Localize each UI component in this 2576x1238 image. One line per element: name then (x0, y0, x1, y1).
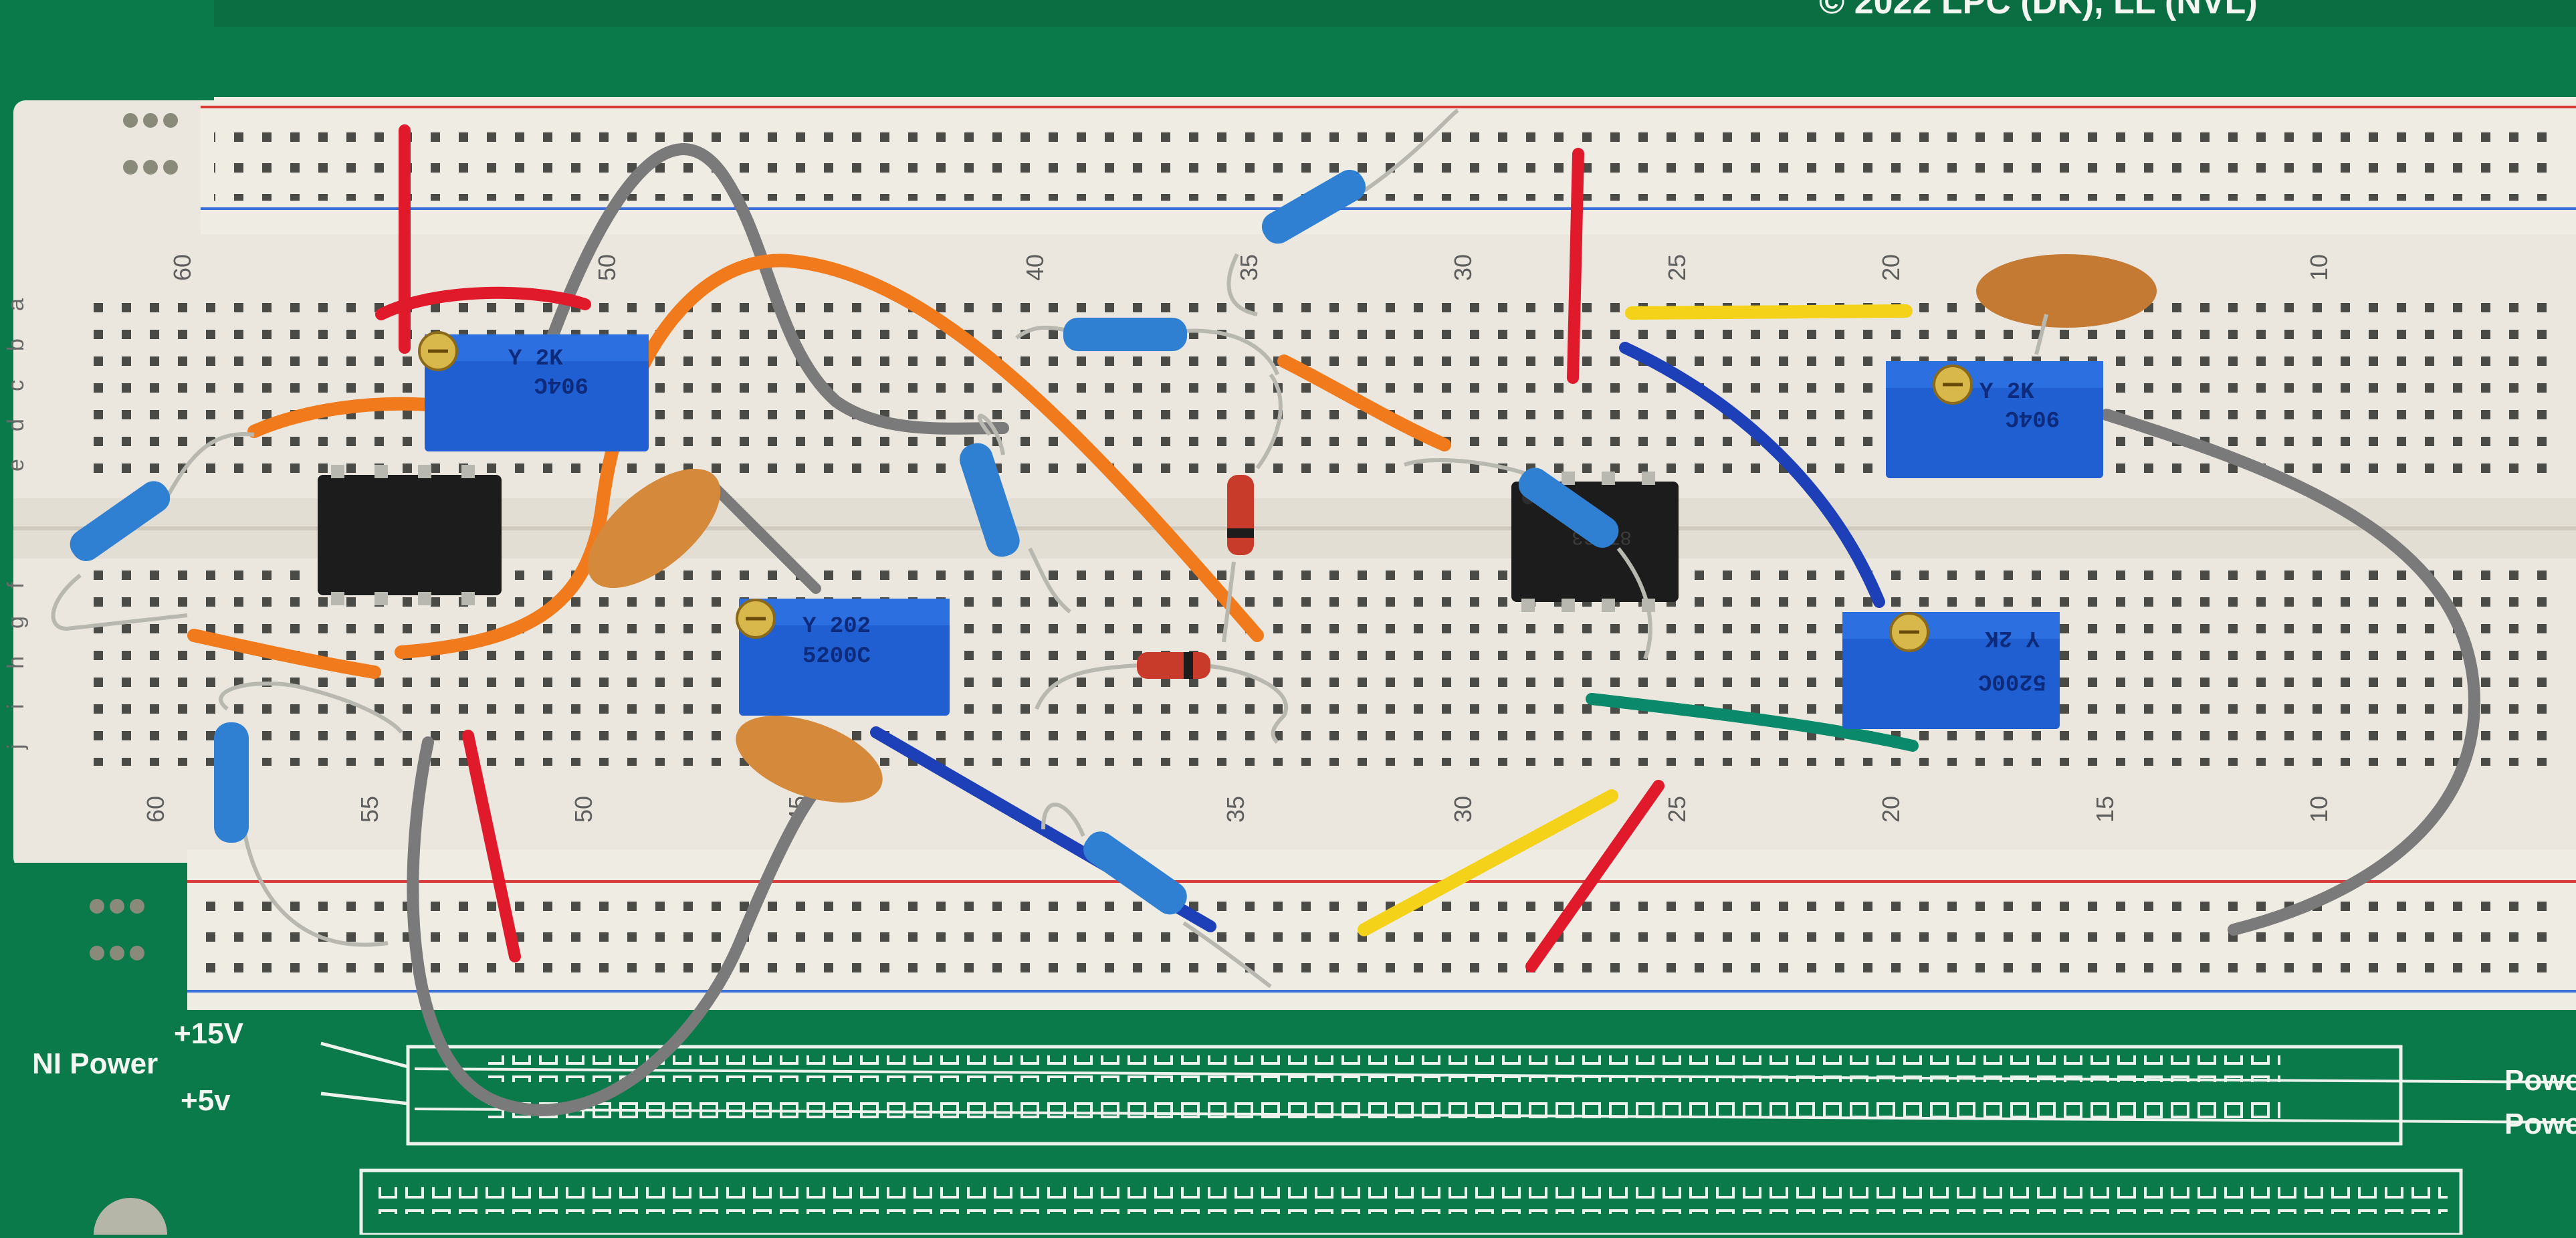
ni-power-label: NI Power (32, 1047, 158, 1080)
gray-wire-top-left (542, 143, 1009, 435)
ceramic-capacitor-left (587, 468, 721, 589)
svg-text:60: 60 (142, 796, 169, 823)
svg-text:h: h (3, 656, 29, 669)
gray-wire-short (704, 476, 821, 594)
orange-wire-left-mid (187, 629, 381, 679)
blue-wire-right (1619, 342, 1885, 608)
svg-text:5200C: 5200C (802, 644, 871, 669)
red-wire-bottom-right (1525, 780, 1665, 972)
green-wire (1586, 693, 1919, 752)
orange-wire-arc (395, 253, 1264, 659)
svg-text:50: 50 (570, 796, 597, 823)
svg-text:e: e (3, 459, 29, 472)
svg-text:30: 30 (1449, 254, 1477, 281)
gray-wire-right (2101, 409, 2481, 936)
svg-text:20: 20 (1877, 796, 1905, 823)
power-label-right-1: Power (2504, 1064, 2576, 1097)
orange-wire-left-top (247, 397, 435, 438)
power-bus (94, 1041, 2569, 1238)
svg-text:25: 25 (1663, 796, 1691, 823)
svg-text:i: i (3, 704, 29, 709)
svg-text:55: 55 (356, 796, 383, 823)
trimpot-left-top: Y 2K 904C (418, 331, 649, 451)
svg-text:d: d (3, 419, 29, 431)
resistor-left (51, 432, 255, 631)
svg-text:f: f (3, 582, 29, 589)
trimpot-right-bottom: Y 2K 5200C (1842, 612, 2060, 729)
svg-text:Y 2K: Y 2K (508, 346, 563, 372)
svg-text:35: 35 (1222, 796, 1249, 823)
resistor-bottom-center (1041, 803, 1272, 989)
svg-text:10: 10 (2305, 254, 2333, 281)
svg-text:j: j (3, 744, 29, 750)
yellow-wire-bottom (1358, 789, 1618, 936)
svg-text:a: a (3, 298, 29, 311)
row-letters: a b c d e f g h i j (3, 298, 29, 750)
svg-text:904C: 904C (534, 371, 588, 397)
red-wire-loop (375, 286, 591, 320)
svg-text:20: 20 (1877, 254, 1905, 281)
svg-text:30: 30 (1449, 796, 1477, 823)
svg-text:g: g (3, 616, 29, 629)
svg-text:60: 60 (169, 254, 196, 281)
mount-pads (90, 113, 178, 960)
svg-text:Y 202: Y 202 (802, 614, 871, 639)
svg-text:50: 50 (593, 254, 621, 281)
red-wire-center (1567, 148, 1584, 384)
resistor-top-diagonal (1226, 108, 1459, 316)
trimpot-middle: Y 202 5200C (736, 599, 950, 716)
rail-5v-label: +5v (181, 1084, 231, 1117)
resistor-top-center (1015, 318, 1279, 376)
resistor-bottom-left (214, 681, 403, 947)
power-label-right-2: Power (2504, 1108, 2576, 1140)
ceramic-capacitor-right (1976, 254, 2157, 328)
trimpot-right-top: Y 2K 904C (1886, 361, 2103, 478)
svg-text:c: c (3, 380, 29, 391)
red-wire-bottom-left (462, 730, 521, 962)
svg-text:Y 2K: Y 2K (1985, 625, 2040, 650)
top-column-numbers: 60 50 40 35 30 25 20 10 (169, 254, 2333, 281)
yellow-wire-top (1625, 304, 1913, 320)
resistor-right-chip (1403, 457, 1652, 660)
ceramic-capacitor-middle (736, 716, 883, 803)
svg-text:15: 15 (2091, 796, 2119, 823)
svg-text:904C: 904C (2005, 405, 2060, 430)
rail-15v-label: +15V (174, 1017, 244, 1050)
svg-text:25: 25 (1663, 254, 1691, 281)
svg-text:Y 2K: Y 2K (1979, 380, 2034, 405)
gray-wire-bottom-loop (407, 736, 829, 1116)
svg-text:5200C: 5200C (1978, 668, 2046, 694)
orange-wire-middle (1277, 354, 1451, 451)
svg-text:40: 40 (1021, 254, 1049, 281)
svg-text:35: 35 (1235, 254, 1263, 281)
svg-text:b: b (3, 338, 29, 351)
svg-text:10: 10 (2305, 796, 2333, 823)
diode-vertical (1222, 373, 1283, 643)
ic-chip-left (318, 465, 502, 605)
resistor-middle-vertical (960, 413, 1071, 614)
diode-horizontal (1035, 652, 1288, 744)
copyright-text: © 2022 LPC (DK), LL (NVL) (1819, 0, 2258, 21)
